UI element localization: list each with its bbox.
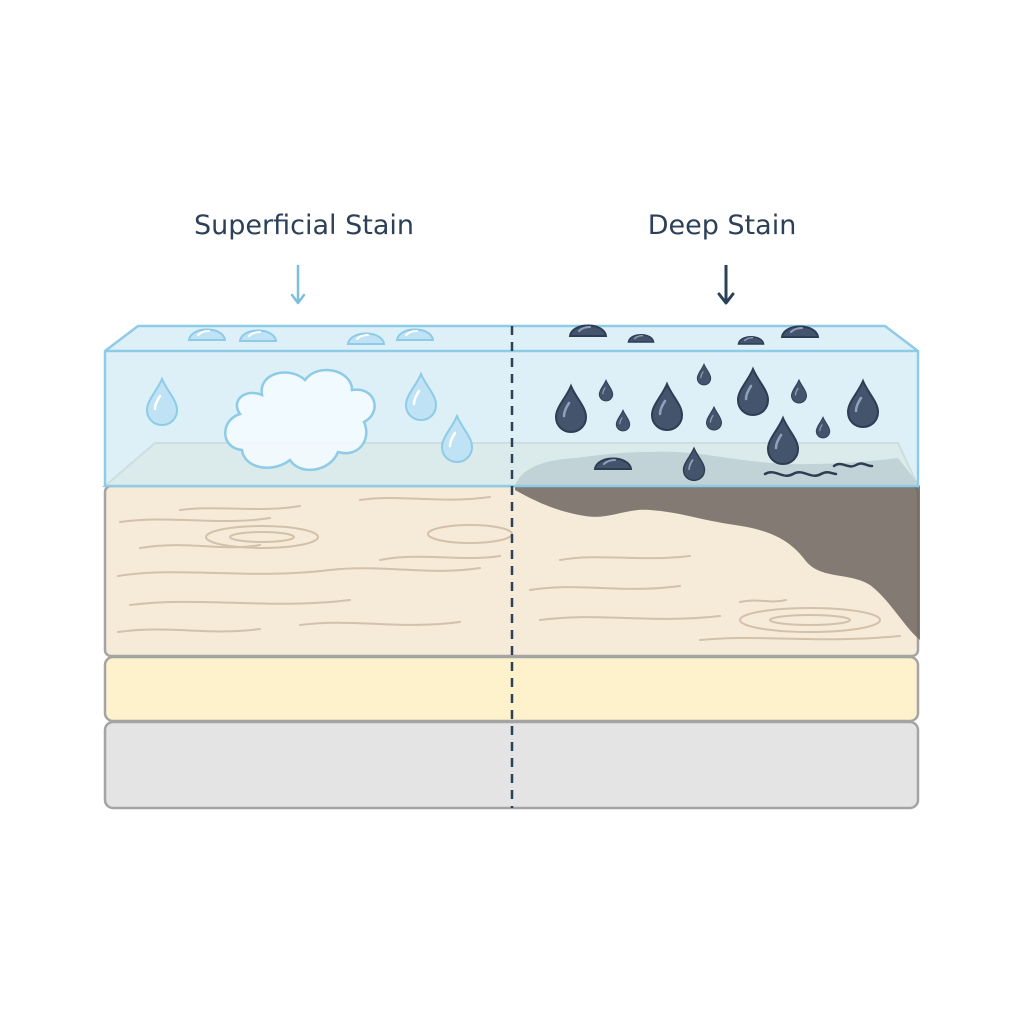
cloud-stain-icon	[224, 368, 376, 472]
deep-stain	[515, 451, 920, 640]
arrow-down-icon	[290, 265, 306, 305]
stain-squiggle	[763, 462, 874, 477]
superficial-stain-label: Superficial Stain	[194, 210, 414, 241]
deep-stain-label: Deep Stain	[647, 210, 797, 241]
arrow-down-icon	[717, 265, 735, 305]
